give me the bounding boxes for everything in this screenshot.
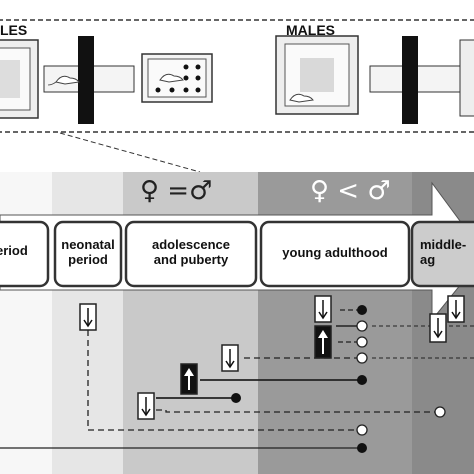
light-dark-box-right — [369, 36, 474, 124]
open-circle-icon — [356, 320, 368, 332]
up-arrow-icon — [180, 363, 198, 395]
filled-circle-icon — [231, 393, 241, 403]
down-arrow-icon — [447, 295, 465, 323]
stage-label-adolescence: adolescence and puberty — [151, 237, 231, 267]
down-arrow-icon — [221, 344, 239, 372]
stage-box-young-adult — [259, 220, 411, 288]
less-sex-symbol: ♀ < ♂ — [310, 176, 391, 206]
down-arrow-icon — [137, 392, 155, 420]
open-circle-icon — [356, 424, 368, 436]
stage-box-prenatal — [0, 220, 50, 288]
females-label: LES — [0, 22, 28, 38]
up-arrow-icon — [314, 325, 332, 359]
stage-box-neonatal — [53, 220, 123, 288]
down-arrow-icon — [79, 303, 97, 331]
stage-box-middle-age — [410, 220, 474, 288]
stage-label-middle-age: middle- ag — [420, 237, 467, 267]
open-circle-icon — [356, 336, 368, 348]
open-circle-icon — [434, 406, 446, 418]
stage-label-neonatal: neonatal period — [61, 237, 115, 267]
stage-label-young-adult: young adulthood — [282, 245, 388, 260]
open-field-arena-right — [275, 35, 359, 115]
line-neonatal — [87, 320, 362, 431]
open-circle-icon — [356, 352, 368, 364]
equal-sex-symbol: ♀ =♂ — [140, 176, 213, 206]
down-arrow-icon — [429, 313, 447, 343]
hole-board-left — [141, 53, 213, 103]
down-arrow-icon — [314, 295, 332, 323]
zoom-connector — [59, 132, 201, 173]
open-field-arena-left — [0, 39, 39, 119]
light-dark-box-left — [43, 36, 135, 124]
stage-label-prenatal: eriod — [0, 243, 28, 258]
stage-box-adolescence — [124, 220, 258, 288]
test-panel-frame — [0, 19, 474, 133]
line-adol-4 — [156, 409, 440, 413]
filled-circle-icon — [357, 443, 367, 453]
filled-circle-icon — [357, 305, 367, 315]
filled-circle-icon — [357, 375, 367, 385]
males-label: MALES — [286, 22, 335, 38]
